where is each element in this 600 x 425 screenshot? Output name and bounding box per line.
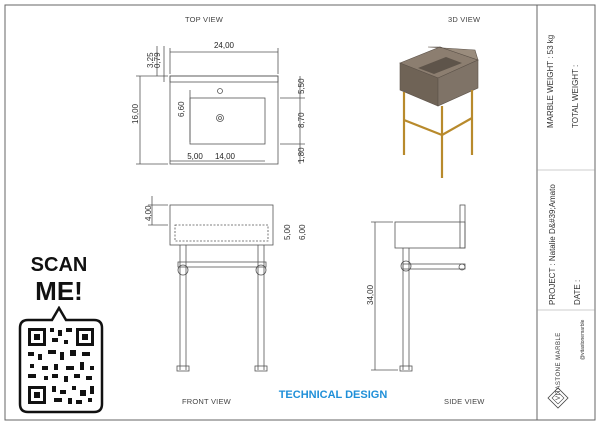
dim-550: 5,50 [297,78,306,94]
project-label: PROJECT : Natalie D&#39;Amato [548,184,557,305]
dim-079: 0,79 [153,52,162,68]
dim-1400: 14,00 [215,152,236,161]
scan-me-panel: SCAN ME! [14,254,104,414]
technical-design-badge: TECHNICAL DESIGN [270,386,396,404]
side-view-label: SIDE VIEW [444,397,485,406]
front-view-label: FRONT VIEW [182,397,231,406]
dim-depth-total: 16,00 [131,103,140,124]
iso-view-label: 3D VIEW [448,15,481,24]
dim-width-total: 24,00 [214,41,235,50]
me-text: ME! [35,276,83,306]
dim-500: 5,00 [187,152,203,161]
dim-180: 1,80 [297,147,306,163]
brand-handle: @vitastonemarble [580,319,586,360]
total-weight-label: TOTAL WEIGHT : [571,64,580,128]
dim-side-500: 5,00 [283,224,292,240]
side-view-drawing [371,204,466,372]
drawing-border [4,4,596,421]
dim-side-3400: 34,00 [366,284,375,305]
dim-side-600: 6,00 [298,224,307,240]
dim-front-400: 4,00 [144,205,153,221]
top-view-label: TOP VIEW [185,15,223,24]
front-view-drawing [148,196,274,372]
qr-code-icon[interactable] [14,306,104,414]
scan-text: SCAN [30,254,88,276]
iso-view-drawing [399,46,479,178]
dim-870: 8,70 [297,112,306,128]
date-label: DATE : [573,279,582,305]
marble-weight-label: MARBLE WEIGHT : 53 kg [546,34,555,128]
top-view-drawing [136,46,305,165]
brand-name: VITASTONE MARBLE [556,332,562,400]
dim-660: 6,60 [177,101,186,117]
